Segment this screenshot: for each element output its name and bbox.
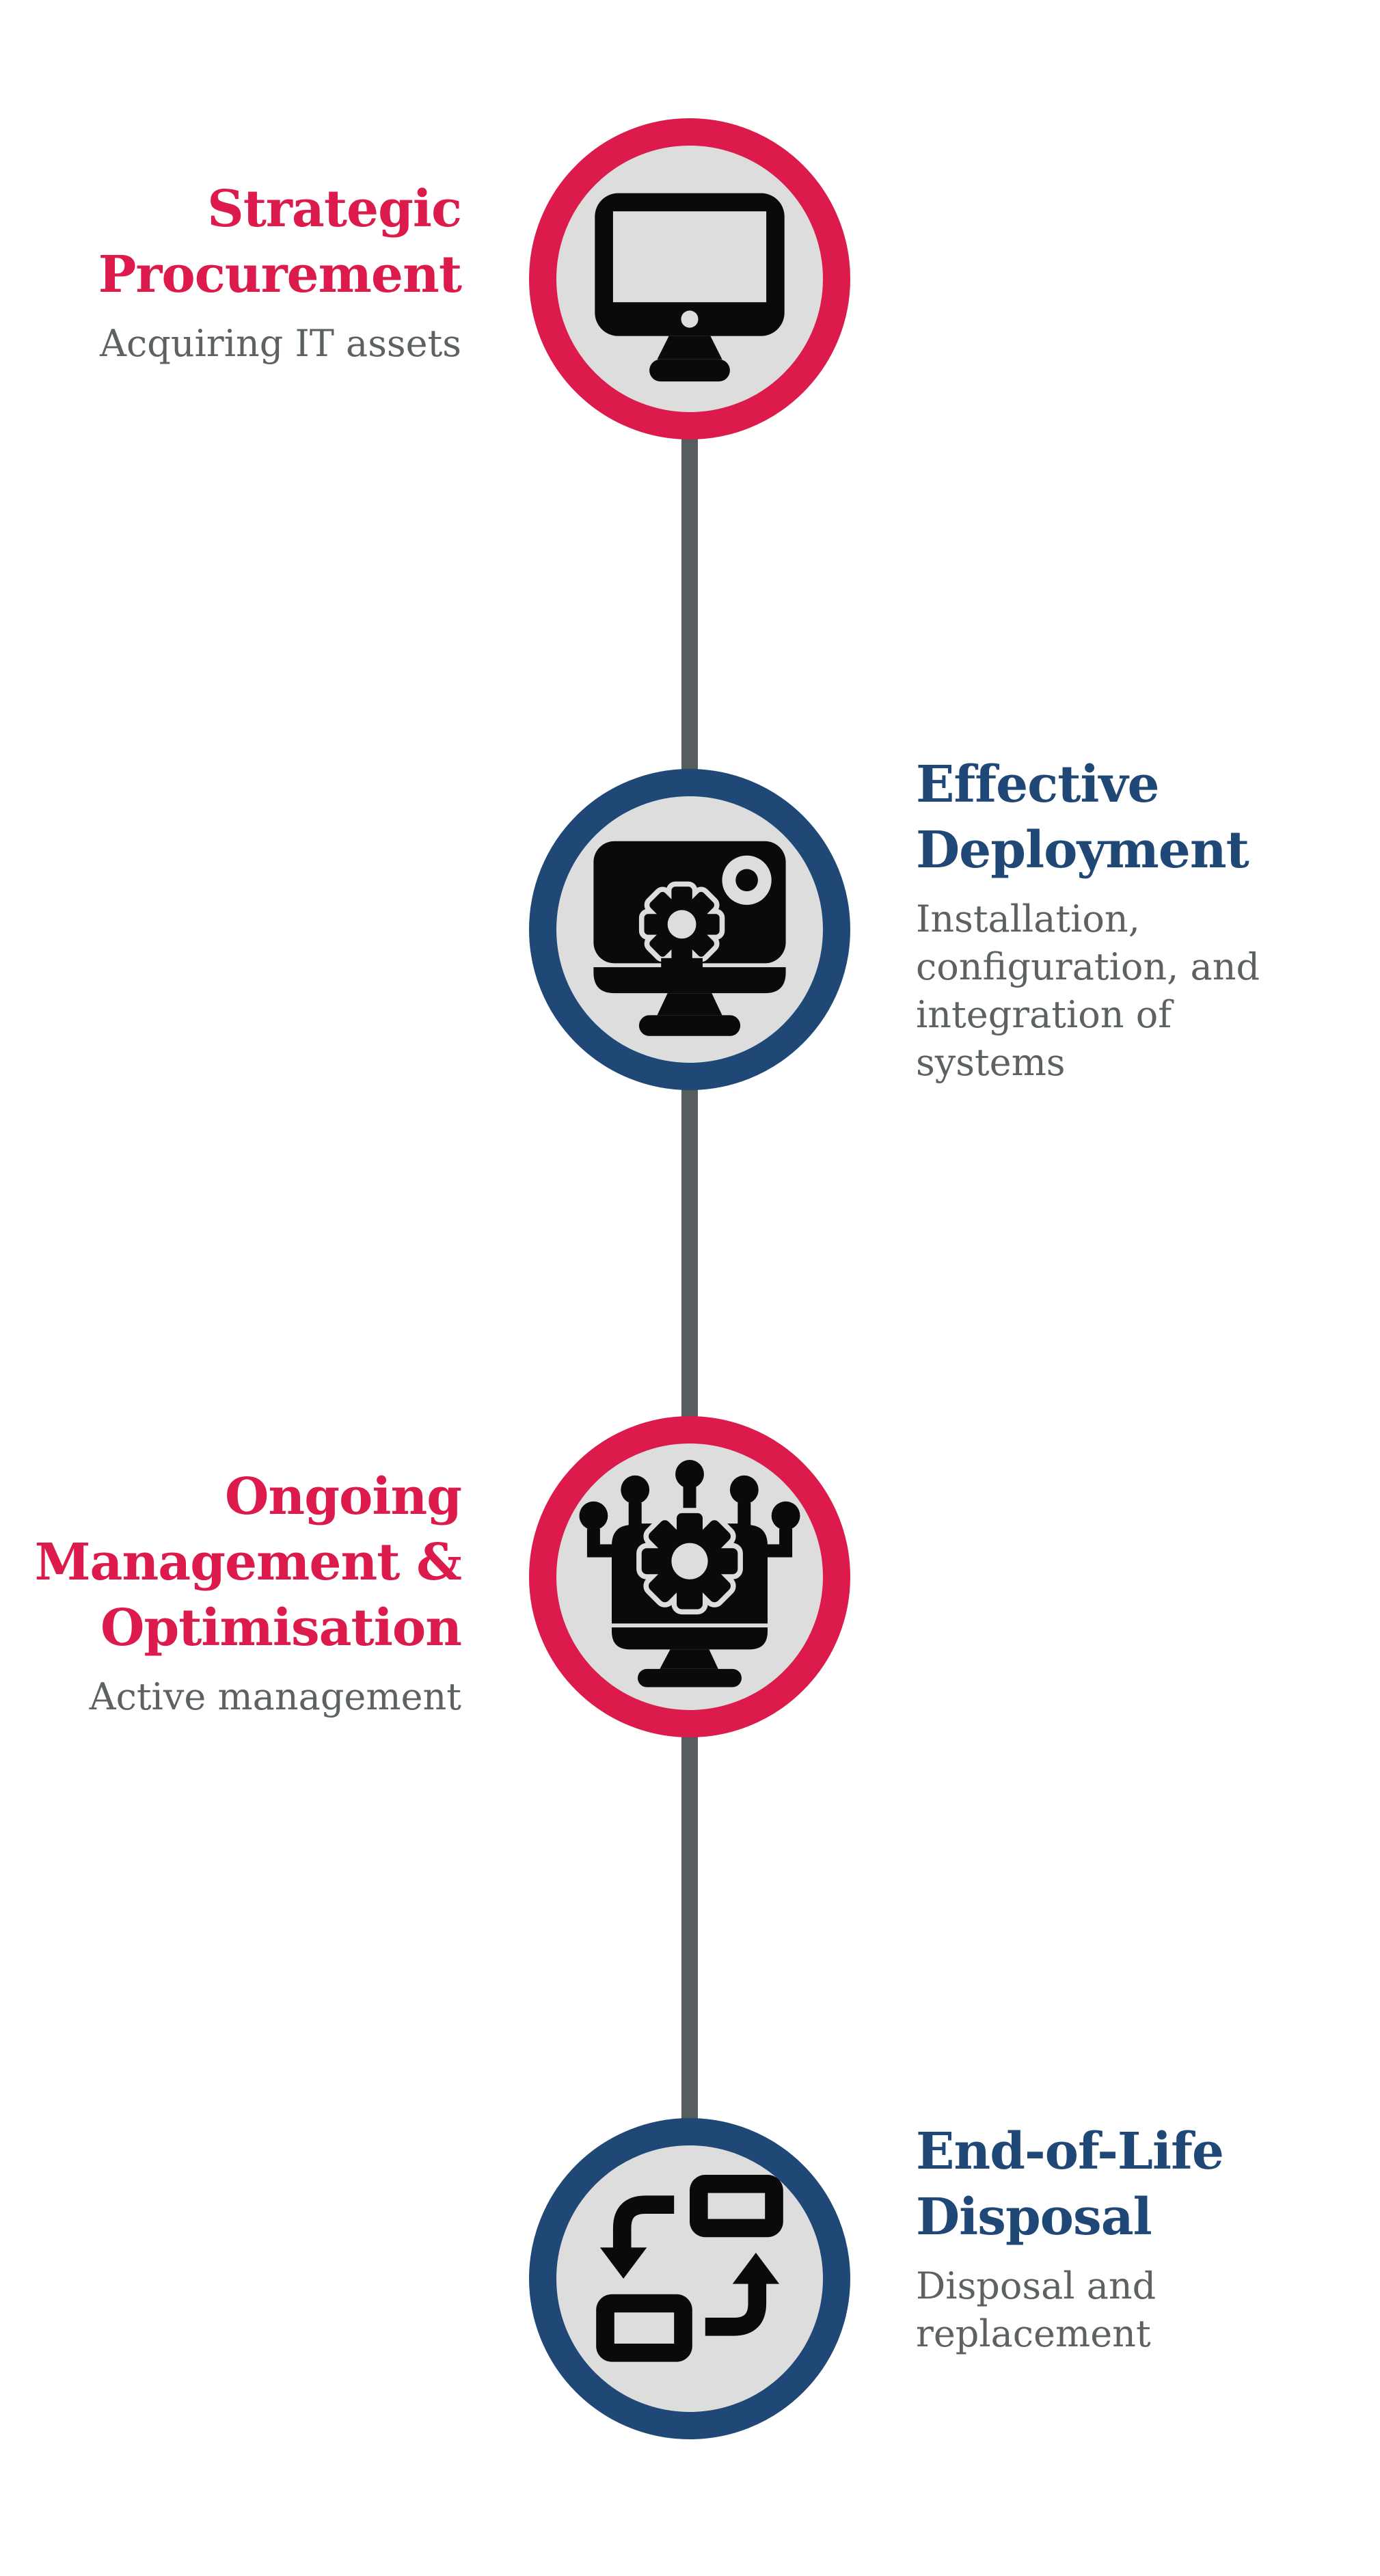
- step-4-title-line: Disposal: [916, 2188, 1152, 2247]
- step-2-title-line: Effective: [916, 755, 1160, 814]
- step-4-subtitle-line: replacement: [916, 2312, 1151, 2355]
- step-2-subtitle-line: integration of: [916, 993, 1172, 1036]
- step-1-node: [529, 118, 850, 439]
- step-2-node: [529, 769, 850, 1090]
- step-1-subtitle: Acquiring IT assets: [0, 320, 461, 368]
- step-2-subtitle-line: configuration, and: [916, 945, 1260, 988]
- step-1-title-line: Procurement: [98, 245, 462, 304]
- gear-network-icon: [579, 1460, 800, 1687]
- step-3-node: [529, 1416, 850, 1737]
- device-swap-icon: [596, 2175, 783, 2362]
- step-3-title-line: Ongoing: [224, 1467, 462, 1526]
- step-2-title: Effective Deployment: [916, 752, 1340, 883]
- step-3-title: Ongoing Management & Optimisation: [0, 1464, 462, 1661]
- step-4-node: [529, 2118, 850, 2439]
- step-1-subtitle-line: Acquiring IT assets: [100, 322, 461, 365]
- step-3-text-block: Ongoing Management & Optimisation Active…: [0, 1464, 462, 1721]
- desktop-monitor-icon: [595, 193, 785, 382]
- step-1-title-line: Strategic: [207, 180, 462, 239]
- step-2-subtitle-line: systems: [916, 1041, 1066, 1084]
- step-1-title: Strategic Procurement: [0, 176, 462, 308]
- step-2-subtitle-line: Installation,: [916, 897, 1140, 940]
- step-3-subtitle-line: Active management: [89, 1675, 461, 1718]
- step-3-subtitle: Active management: [0, 1673, 461, 1721]
- timeline-connector-line: [681, 279, 698, 2279]
- step-2-title-line: Deployment: [916, 821, 1249, 880]
- step-4-subtitle: Disposal and replacement: [916, 2262, 1340, 2358]
- monitor-gear-icon: [593, 841, 786, 1036]
- step-4-subtitle-line: Disposal and: [916, 2264, 1156, 2307]
- step-1-text-block: Strategic Procurement Acquiring IT asset…: [0, 176, 462, 368]
- step-4-title: End-of-Life Disposal: [916, 2119, 1340, 2250]
- step-3-title-line: Optimisation: [100, 1599, 462, 1657]
- step-4-text-block: End-of-Life Disposal Disposal and replac…: [916, 2119, 1340, 2358]
- step-2-text-block: Effective Deployment Installation, confi…: [916, 752, 1340, 1087]
- step-3-title-line: Management &: [34, 1533, 462, 1592]
- step-2-subtitle: Installation, configuration, and integra…: [916, 895, 1340, 1087]
- step-4-title-line: End-of-Life: [916, 2122, 1224, 2181]
